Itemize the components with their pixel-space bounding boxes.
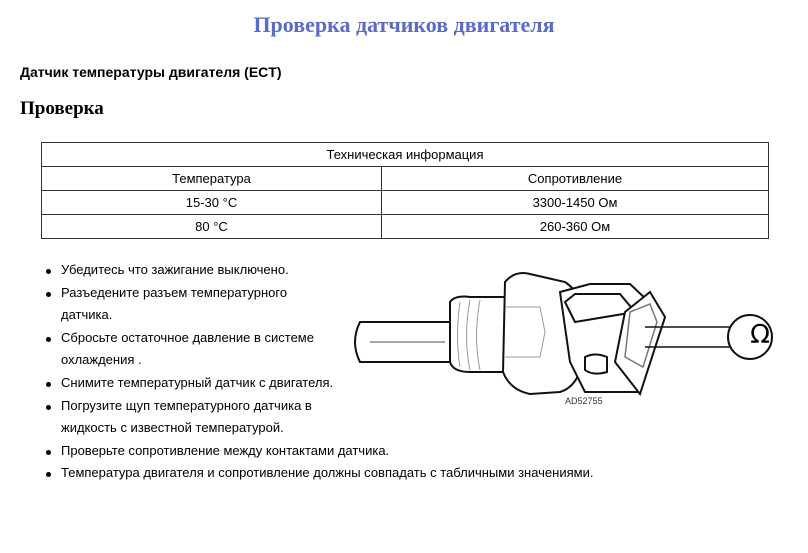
header-temperature: Температура [41, 166, 382, 191]
sensor-illustration [354, 272, 773, 397]
list-item: Разъедените разъем температурного датчик… [0, 282, 336, 327]
list-item: Температура двигателя и сопротивление до… [0, 462, 701, 485]
page-title: Проверка датчиков двигателя [253, 12, 555, 37]
table-caption: Техническая информация [41, 142, 769, 167]
list-item: Сбросьте остаточное давление в системе о… [0, 327, 336, 372]
list-item: Снимите температурный датчик с двигателя… [0, 372, 336, 395]
list-item: Убедитесь что зажигание выключено. [0, 259, 701, 282]
header-resistance: Сопротивление [381, 166, 769, 191]
ohmmeter-icon: Ω [750, 320, 770, 350]
cell: 260-360 Ом [381, 214, 769, 239]
list-item: Проверьте сопротивление между контактами… [0, 440, 701, 463]
cell: 3300-1450 Ом [381, 190, 769, 215]
sensor-heading: Датчик температуры двигателя (ECT) [20, 64, 282, 80]
list-item: Погрузите щуп температурного датчика в ж… [0, 395, 336, 440]
steps-list: Убедитесь что зажигание выключено. Разъе… [0, 259, 701, 485]
cell: 15-30 °C [41, 190, 382, 215]
figure-label: AD52755 [565, 396, 603, 406]
section-heading: Проверка [20, 98, 104, 119]
cell: 80 °C [41, 214, 382, 239]
